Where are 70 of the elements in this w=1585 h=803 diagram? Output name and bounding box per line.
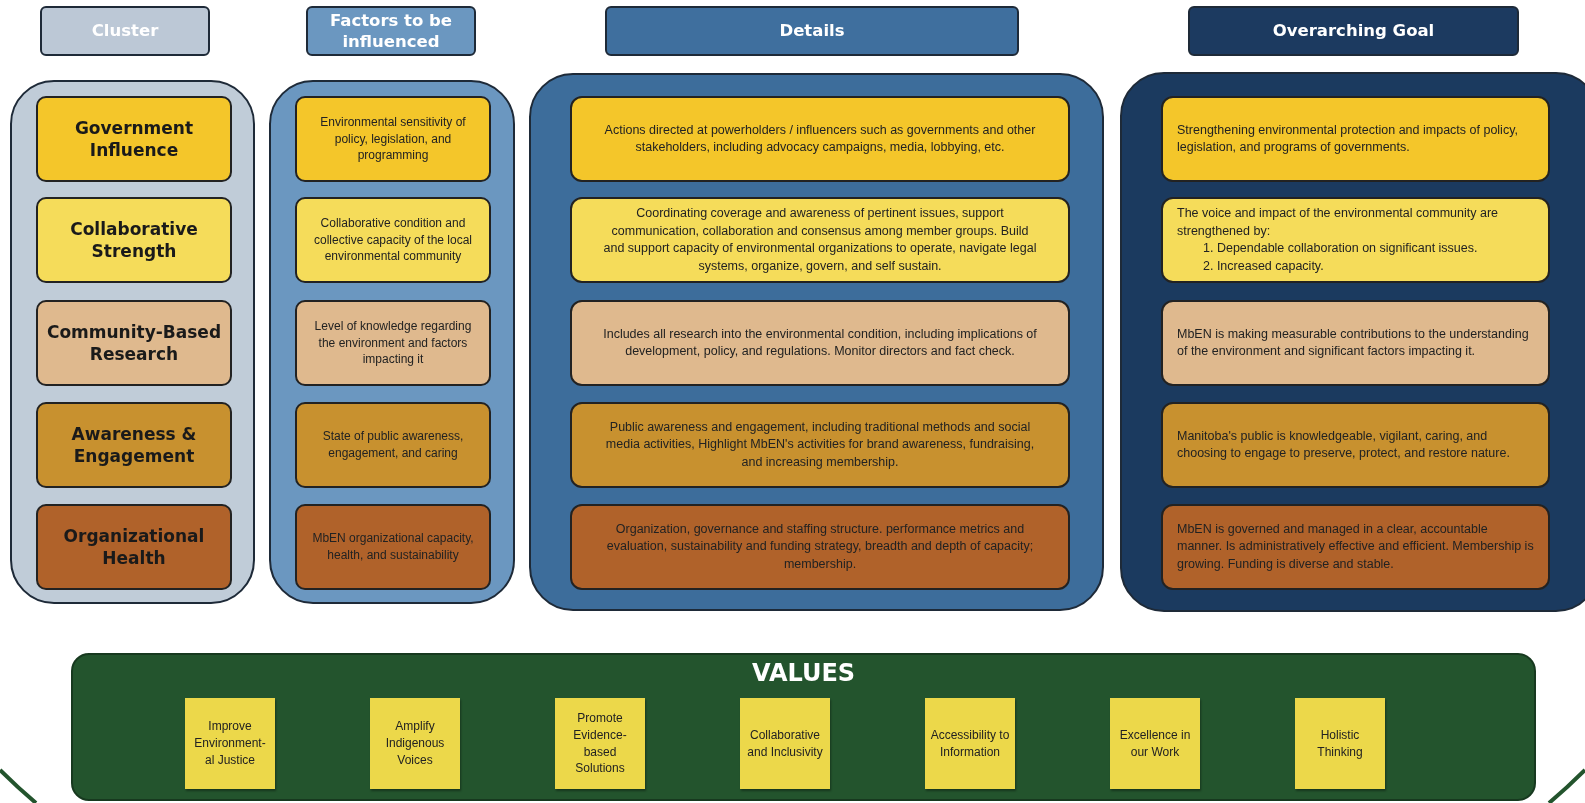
card-title: Government Influence xyxy=(73,116,195,162)
goal-card xyxy=(1161,300,1550,386)
sticky-note xyxy=(370,698,460,789)
card-text: Strengthening environmental protection and impacts of policy, legislation, and programs of governments. xyxy=(1177,121,1519,156)
card-text: Actions directed at powerholders / influencers such as governments and other stakeholders, including advocacy campaigns, media, lobbying, etc. xyxy=(603,121,1037,156)
sticky-note xyxy=(1110,698,1200,789)
sticky-note xyxy=(740,698,830,789)
cluster-card xyxy=(36,197,232,283)
column-header xyxy=(40,6,210,56)
cluster-card xyxy=(36,504,232,590)
note-text: Improve Environment- al Justice xyxy=(193,718,267,769)
note-text: Accessibility to Information xyxy=(929,726,1011,761)
detail-card xyxy=(570,504,1070,590)
header-text: Factors to be influenced xyxy=(328,9,454,53)
goal-card xyxy=(1161,504,1550,590)
factor-card xyxy=(295,197,491,283)
column-panel xyxy=(1120,72,1585,612)
card-title: Community-Based Research xyxy=(46,320,222,366)
card-title: Organizational Health xyxy=(62,524,206,570)
cluster-card xyxy=(36,300,232,386)
values-panel xyxy=(71,653,1536,801)
cluster-card xyxy=(36,402,232,488)
card-text: MbEN organizational capacity, health, and sustainability xyxy=(311,530,475,564)
detail-card xyxy=(570,96,1070,182)
goal-card xyxy=(1161,402,1550,488)
factor-card xyxy=(295,300,491,386)
sticky-note xyxy=(925,698,1015,789)
detail-card xyxy=(570,300,1070,386)
goal-card xyxy=(1161,96,1550,182)
column-header xyxy=(306,6,476,56)
column-panel xyxy=(529,73,1104,611)
factor-card xyxy=(295,402,491,488)
card-text: MbEN is making measurable contributions to the understanding of the environment and significant factors impacting it. xyxy=(1177,325,1530,360)
card-text: Public awareness and engagement, including traditional methods and social media activities, Highlight MbEN's activities for brand awareness, fundraising, and increasing membership. xyxy=(604,418,1036,471)
column-panel xyxy=(10,80,255,604)
panel-title: VALUES xyxy=(751,658,856,689)
note-text: Excellence in our Work xyxy=(1118,726,1192,761)
card-text: Collaborative condition and collective capacity of the local environmental community xyxy=(312,214,474,266)
card-text: Environmental sensitivity of policy, legislation, and programming xyxy=(319,113,467,165)
sticky-note xyxy=(555,698,645,789)
sticky-note xyxy=(1295,698,1385,789)
goal-card xyxy=(1161,197,1550,283)
list-item: 2. Increased capacity. xyxy=(1202,257,1324,275)
card-text: Organization, governance and staffing structure. performance metrics and evaluation, sustainability and funding strategy, breadth and depth of capacity; membership. xyxy=(605,520,1035,573)
cluster-card xyxy=(36,96,232,182)
detail-card xyxy=(570,402,1070,488)
note-text: Holistic Thinking xyxy=(1316,726,1364,761)
note-text: Promote Evidence- based Solutions xyxy=(572,709,628,778)
column-header xyxy=(605,6,1019,56)
card-title: Awareness & Engagement xyxy=(70,422,198,468)
column-panel xyxy=(269,80,515,604)
list-item: 1. Dependable collaboration on significant issues. xyxy=(1202,240,1478,257)
header-text: Overarching Goal xyxy=(1272,20,1435,42)
card-text: Level of knowledge regarding the environment and factors impacting it xyxy=(313,317,473,369)
detail-card xyxy=(570,197,1070,283)
card-text: Coordinating coverage and awareness of pertinent issues, support communication, collaboration and consensus among member groups. Build and support capacity of environmental organizations to operate, navigate legal systems, organize, govern, and self sustain. xyxy=(602,205,1038,275)
card-text: Includes all research into the environmental condition, including implications of development, policy, and regulations. Monitor directors and fact check. xyxy=(602,325,1038,360)
sticky-note xyxy=(185,698,275,789)
header-text: Details xyxy=(779,20,845,42)
note-text: Collaborative and Inclusivity xyxy=(746,726,824,761)
card-title: Collaborative Strength xyxy=(69,217,199,263)
header-text: Cluster xyxy=(91,20,159,42)
factor-card xyxy=(295,96,491,182)
factor-card xyxy=(295,504,491,590)
card-text: The voice and impact of the environmental community are strengthened by: xyxy=(1177,205,1499,240)
card-text: MbEN is governed and managed in a clear, accountable manner. Is administratively effective and efficient. Membership is growing. Funding is diverse and stable. xyxy=(1177,520,1534,573)
card-text: State of public awareness, engagement, and caring xyxy=(321,428,465,462)
card-text: Manitoba's public is knowledgeable, vigilant, caring, and choosing to engage to preserve, protect, and restore nature. xyxy=(1177,427,1511,462)
note-text: Amplify Indigenous Voices xyxy=(384,718,446,769)
column-header xyxy=(1188,6,1519,56)
